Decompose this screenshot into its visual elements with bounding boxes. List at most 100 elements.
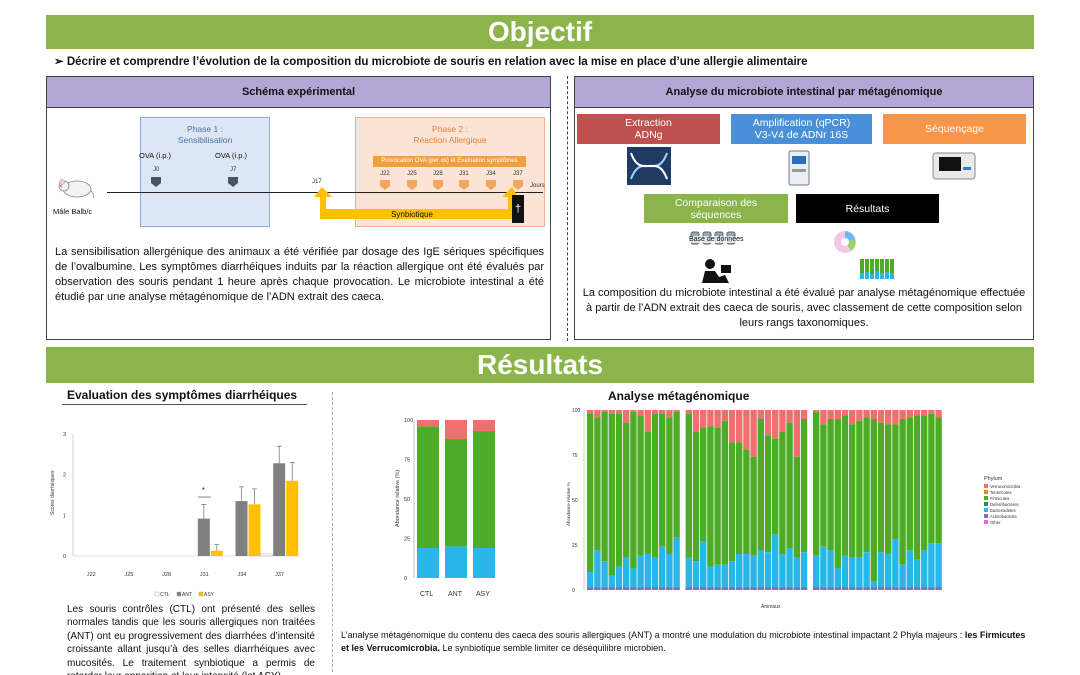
bar-verrucomicrobia [659, 410, 666, 414]
bar-firmicutes [601, 411, 608, 562]
bar-verrucomicrobia [935, 410, 942, 418]
bar-verrucomicrobia [623, 410, 630, 423]
x-tick-label: ANT [448, 591, 463, 598]
bar-firmicutes [863, 417, 870, 553]
bar-bacteroidetes [743, 554, 750, 590]
bar-bacteroidetes [417, 547, 439, 578]
bullet-icon: ➢ [54, 56, 64, 68]
provocation-label: Provocation OVA (per os) et Evaluation s… [373, 156, 526, 167]
bar-firmicutes [721, 420, 728, 565]
bar-actinobacteria [736, 587, 743, 590]
bar-firmicutes [764, 435, 772, 553]
x-tick-label: J28 [162, 572, 171, 578]
legend-label: ANT [182, 592, 192, 598]
bar-firmicutes [659, 413, 666, 547]
bar-actinobacteria [608, 587, 615, 590]
ova1-label: OVA (i.p.) [139, 151, 171, 160]
schema-header: Schéma expérimental [47, 77, 550, 108]
bar-verrucomicrobia [651, 410, 659, 414]
bar-bacteroidetes [793, 557, 800, 590]
bar-verrucomicrobia [637, 410, 644, 416]
bar-chart-icon [860, 259, 894, 279]
bar-ctl [259, 553, 273, 557]
x-tick-label: J31 [200, 572, 209, 578]
bar-actinobacteria [601, 587, 608, 590]
bar-firmicutes [637, 415, 644, 556]
symptoms-title: Evaluation des symptômes diarrhéiques [67, 388, 298, 402]
bar-firmicutes [594, 417, 601, 551]
bar-actinobacteria [707, 587, 714, 590]
bar-asy [286, 480, 299, 556]
bar-verrucomicrobia [793, 410, 800, 457]
database-label: Base de données [689, 236, 744, 243]
provocation-marker-icon [380, 180, 390, 190]
bar-firmicutes [700, 428, 707, 542]
bar-bacteroidetes [445, 546, 467, 578]
bar-actinobacteria [685, 587, 692, 590]
bar-actinobacteria [800, 587, 808, 590]
bar-actinobacteria [779, 587, 786, 590]
meta-caption-bold: les Firmicutes et les Verrucomicrobia. [341, 630, 1026, 653]
bar-bacteroidetes [870, 581, 877, 590]
bar-bacteroidetes [834, 568, 841, 590]
bar-verrucomicrobia [644, 410, 651, 432]
bar-bacteroidetes [728, 561, 736, 590]
sequencer-icon [932, 152, 976, 180]
bar-firmicutes [673, 411, 680, 538]
bar-firmicutes [834, 419, 841, 569]
symptoms-title-underline [62, 404, 307, 405]
y-tick-label: 100 [572, 408, 581, 414]
bar-actinobacteria [877, 587, 885, 590]
bar-actinobacteria [885, 587, 892, 590]
bar-bacteroidetes [757, 550, 764, 590]
bar-verrucomicrobia [841, 410, 849, 416]
bar-bacteroidetes [813, 555, 820, 590]
bar-firmicutes [615, 413, 623, 567]
bar-actinobacteria [630, 587, 637, 590]
x-tick-label: J22 [87, 572, 96, 578]
amplification-box: Amplification (qPCR) V3-V4 de ADNr 16S [731, 114, 872, 144]
bar-verrucomicrobia [714, 410, 721, 428]
bar-verrucomicrobia [764, 410, 772, 436]
legend-swatch [984, 496, 988, 500]
bar-ant [235, 501, 248, 556]
bar-bacteroidetes [594, 550, 601, 590]
legend-swatch [984, 502, 988, 506]
bar-actinobacteria [906, 587, 913, 590]
phase2-label: Phase 2 : Réaction Allergique [413, 124, 487, 145]
bar-verrucomicrobia [473, 420, 495, 432]
bar-firmicutes [793, 456, 800, 558]
y-tick-label: 25 [572, 543, 578, 549]
bar-bacteroidetes [877, 552, 885, 590]
legend-label: CTL [160, 592, 170, 598]
extraction-box: Extraction ADNg [577, 114, 720, 144]
bar-ant [273, 463, 286, 556]
bar-verrucomicrobia [615, 410, 623, 414]
bar-verrucomicrobia [692, 410, 700, 432]
bar-bacteroidetes [885, 554, 892, 590]
y-tick-label: 50 [572, 498, 578, 504]
x-tick-label: CTL [420, 591, 433, 598]
bar-bacteroidetes [764, 552, 772, 590]
bar-firmicutes [736, 442, 743, 554]
bar-actinobacteria [834, 587, 841, 590]
legend-label: Verrucomicrobia [990, 484, 1021, 489]
metagenomic-method-panel: Analyse du microbiote intestinal par mét… [574, 76, 1034, 340]
legend-swatch [984, 490, 988, 494]
bar-bacteroidetes [651, 557, 659, 590]
bar-verrucomicrobia [820, 410, 827, 425]
synbiotique-arrow [314, 187, 518, 219]
bar-actinobacteria [928, 587, 935, 590]
bar-firmicutes [630, 411, 637, 569]
bar-firmicutes [772, 438, 779, 535]
jours-label: Jours [530, 183, 545, 189]
day-label-j34: J34 [486, 171, 496, 177]
bar-actinobacteria [841, 587, 849, 590]
bar-verrucomicrobia [856, 410, 863, 421]
bar-firmicutes [906, 417, 913, 551]
j7-label: J7 [230, 167, 237, 173]
bar-verrucomicrobia [594, 410, 601, 418]
legend-swatch [154, 591, 160, 597]
resultats-banner: Résultats [46, 347, 1034, 383]
